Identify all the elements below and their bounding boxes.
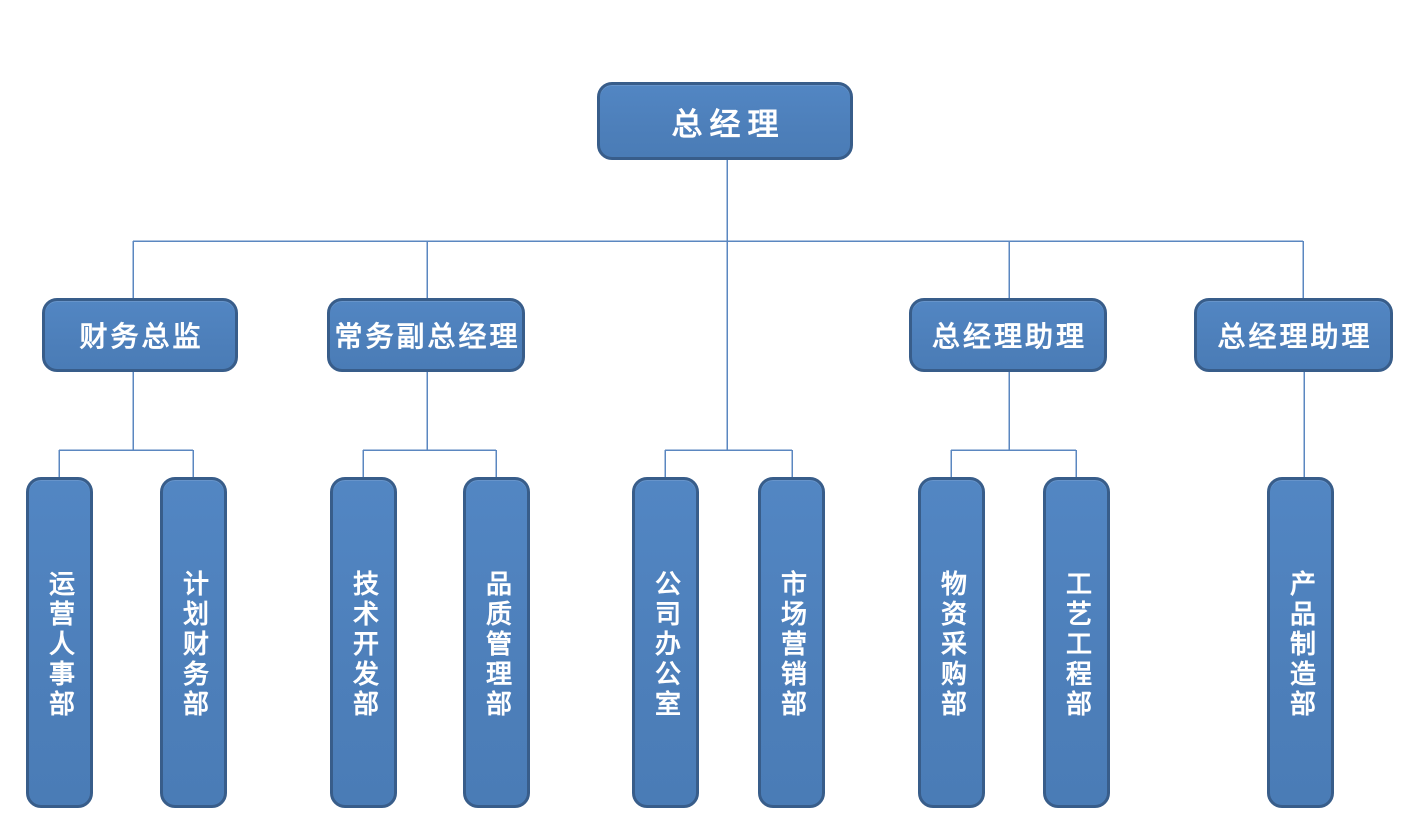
org-node-operations-hr-dept: 运营人事部 [26,477,93,808]
org-node-label: 工艺工程部 [1061,569,1092,720]
org-node-label: 物资采购部 [936,569,967,720]
org-node-label: 财务总监 [79,320,204,353]
org-node-product-manufacturing-dept: 产品制造部 [1267,477,1334,808]
org-node-label: 技术开发部 [348,569,379,720]
org-node-marketing-dept: 市场营销部 [758,477,825,808]
org-node-label: 市场营销部 [776,569,807,720]
org-node-gm-assistant-2: 总经理助理 [1194,298,1393,372]
org-node-company-office: 公司办公室 [632,477,699,808]
org-node-label: 运营人事部 [44,569,75,720]
org-node-deputy-general-manager: 常务副总经理 [327,298,525,372]
org-node-label: 总经理助理 [1217,320,1373,353]
org-node-label: 总经理 [671,106,786,143]
org-node-label: 产品制造部 [1285,569,1316,720]
org-node-planning-finance-dept: 计划财务部 [160,477,227,808]
org-node-label: 计划财务部 [178,569,209,720]
org-node-process-engineering-dept: 工艺工程部 [1043,477,1110,808]
org-node-label: 常务副总经理 [334,320,521,353]
org-node-tech-development-dept: 技术开发部 [330,477,397,808]
org-node-general-manager: 总经理 [597,82,853,160]
org-node-finance-director: 财务总监 [42,298,238,372]
org-node-label: 总经理助理 [931,320,1087,353]
org-node-label: 公司办公室 [650,569,681,720]
org-node-label: 品质管理部 [481,569,512,720]
org-node-quality-management-dept: 品质管理部 [463,477,530,808]
org-node-materials-procurement-dept: 物资采购部 [918,477,985,808]
org-node-gm-assistant-1: 总经理助理 [909,298,1107,372]
